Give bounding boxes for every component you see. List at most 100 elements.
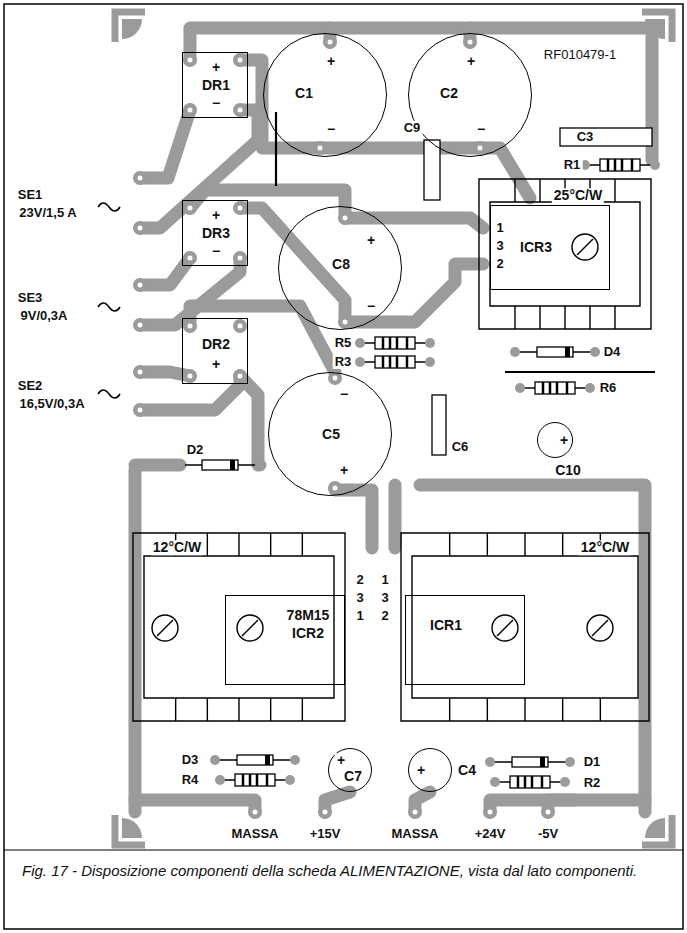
node-text: − bbox=[338, 387, 350, 402]
jumper-wire bbox=[275, 112, 277, 186]
ac-symbol bbox=[98, 390, 120, 398]
node-text: C7 bbox=[342, 769, 364, 784]
trace bbox=[240, 376, 260, 465]
terminal-name: -5V bbox=[536, 827, 560, 841]
trace bbox=[135, 800, 255, 812]
input-name: SE3 bbox=[16, 291, 45, 305]
heatsink-outline-path bbox=[133, 533, 345, 721]
screws bbox=[152, 234, 613, 641]
terminal-name: MASSA bbox=[230, 827, 281, 841]
pad bbox=[183, 369, 197, 383]
capacitor-symbol bbox=[560, 128, 652, 146]
wire-jumpers bbox=[276, 112, 655, 372]
screw-slot bbox=[497, 620, 513, 636]
resistor-symbol bbox=[490, 776, 570, 788]
trace bbox=[335, 490, 372, 548]
figure-frame bbox=[4, 4, 683, 929]
capacitor-symbol bbox=[432, 395, 446, 455]
pad bbox=[328, 481, 342, 495]
node-text: 12°C/W bbox=[151, 540, 203, 555]
pad bbox=[233, 319, 247, 333]
node-text: − bbox=[365, 299, 377, 314]
node-text: 12°C/W bbox=[579, 540, 631, 555]
trace bbox=[135, 459, 180, 472]
regulator-ic: ICR3 bbox=[490, 205, 610, 290]
capacitor-outline: +C7 bbox=[328, 748, 372, 792]
node-text: ICR1 bbox=[428, 618, 464, 633]
node-text: + bbox=[465, 54, 477, 69]
node-text: + bbox=[210, 357, 222, 372]
diode-symbol bbox=[485, 757, 575, 767]
pad bbox=[318, 805, 332, 819]
node-text: + bbox=[415, 763, 427, 778]
small-components bbox=[175, 128, 660, 788]
pin-number: 1 bbox=[354, 609, 365, 623]
input-name: SE2 bbox=[16, 379, 45, 393]
node-text: − bbox=[210, 96, 222, 111]
pad bbox=[183, 201, 197, 215]
node-text: ICR3 bbox=[518, 240, 554, 255]
pad bbox=[133, 171, 147, 185]
pad bbox=[233, 53, 247, 67]
pin-number: 2 bbox=[379, 609, 390, 623]
bridge-rectifier: +DR3− bbox=[182, 200, 248, 266]
pad bbox=[133, 403, 147, 417]
screw bbox=[587, 615, 613, 641]
part-name: D2 bbox=[185, 443, 206, 457]
diode-symbol bbox=[210, 755, 300, 765]
capacitor-outline: +C2− bbox=[408, 33, 532, 157]
trace bbox=[389, 485, 402, 548]
pad bbox=[183, 251, 197, 265]
screw-slot bbox=[592, 620, 608, 636]
node-text: + bbox=[558, 433, 570, 448]
pad bbox=[183, 319, 197, 333]
pad bbox=[323, 35, 337, 49]
part-name: C6 bbox=[450, 440, 471, 454]
corner-mark bbox=[115, 12, 145, 42]
figure-caption: Fig. 17 - Disposizione componenti della … bbox=[22, 860, 662, 882]
regulator-ic: ICR1 bbox=[405, 595, 525, 685]
regulator-ic: 78M15ICR2 bbox=[225, 595, 345, 685]
node-text: + bbox=[365, 233, 377, 248]
screw bbox=[492, 615, 518, 641]
jumper-wire bbox=[505, 371, 655, 373]
heatsink: 25°C/WICR3 bbox=[478, 178, 652, 330]
trace bbox=[345, 264, 483, 322]
heatsink-outline-path bbox=[479, 179, 651, 329]
diode-symbol bbox=[175, 460, 265, 470]
pin-number: 3 bbox=[354, 591, 365, 605]
ac-input-symbols bbox=[98, 203, 120, 398]
bridge-rectifier: +DR1− bbox=[182, 52, 248, 118]
screw bbox=[152, 615, 178, 641]
trace bbox=[330, 28, 470, 42]
capacitor-outline: +C1− bbox=[263, 33, 387, 157]
part-name: R3 bbox=[333, 355, 354, 369]
trace bbox=[190, 306, 335, 372]
node-text: 78M15 bbox=[285, 608, 332, 623]
part-name: R5 bbox=[333, 336, 354, 350]
pad bbox=[248, 805, 262, 819]
trace bbox=[345, 218, 483, 228]
node-text: C2 bbox=[438, 86, 460, 101]
resistor-symbol bbox=[580, 159, 660, 171]
part-name: D3 bbox=[180, 753, 201, 767]
pad bbox=[183, 103, 197, 117]
pad bbox=[133, 365, 147, 379]
screw-slot bbox=[577, 239, 593, 255]
screw-slot bbox=[157, 620, 173, 636]
pin-number: 1 bbox=[379, 573, 390, 587]
part-name: R4 bbox=[180, 773, 201, 787]
node-text: + bbox=[210, 60, 222, 75]
diode-symbol bbox=[510, 347, 600, 357]
input-rating: 9V/0,3A bbox=[19, 309, 70, 323]
bridge-rectifier: DR2 + bbox=[182, 318, 248, 384]
input-rating: 23V/1,5 A bbox=[17, 206, 78, 220]
resistor-symbol bbox=[355, 337, 435, 349]
heatsink-outline-path bbox=[401, 533, 649, 721]
capacitor-outline: −C5+ bbox=[268, 372, 392, 496]
trace bbox=[140, 110, 258, 228]
node-text: DR2 bbox=[200, 337, 232, 352]
part-name: R1 bbox=[562, 158, 583, 172]
part-name: R2 bbox=[582, 776, 603, 790]
pad bbox=[463, 35, 477, 49]
